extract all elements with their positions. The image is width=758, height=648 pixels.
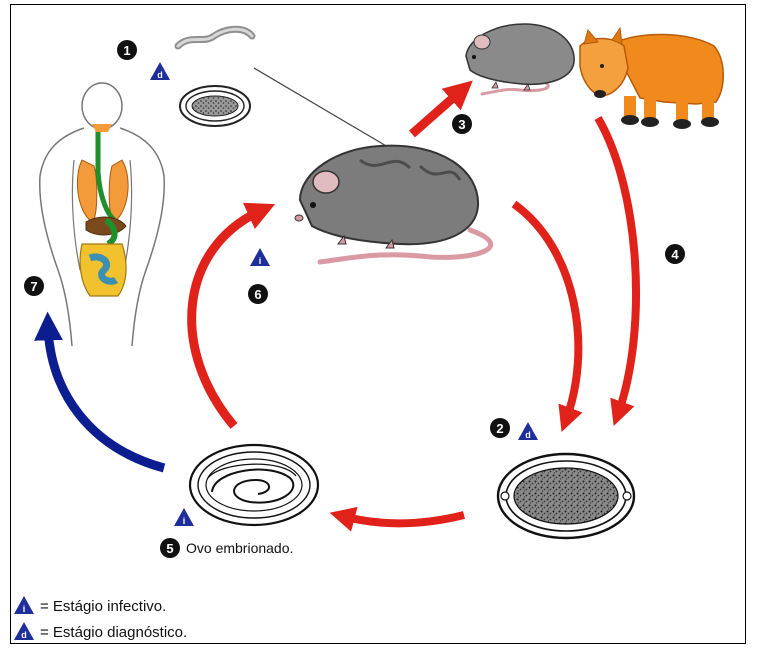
step-number-4: 4 bbox=[671, 247, 679, 262]
arrow-embryonated-egg-to-rat bbox=[192, 210, 262, 426]
adult-worm-icon bbox=[178, 29, 252, 46]
rat-icon bbox=[295, 146, 491, 262]
arrow-rat-to-egg bbox=[514, 204, 578, 420]
step-badge-2: 2 bbox=[490, 418, 510, 438]
rat-small-icon bbox=[466, 24, 574, 94]
arrow-egg-to-embryonated-egg bbox=[342, 515, 464, 523]
legend-infective-symbol: i bbox=[23, 604, 26, 614]
egg-large-icon bbox=[498, 454, 634, 538]
fox-icon bbox=[580, 28, 723, 129]
step-number-3: 3 bbox=[458, 117, 465, 132]
step-number-2: 2 bbox=[496, 421, 503, 436]
arrow-embryonated-egg-to-human bbox=[48, 326, 164, 468]
step-badge-6: 6 bbox=[248, 284, 268, 304]
step-number-5: 5 bbox=[166, 541, 173, 556]
step-number-6: 6 bbox=[254, 287, 261, 302]
step-badge-7: 7 bbox=[24, 276, 44, 296]
step-badge-5: 5 bbox=[160, 538, 180, 558]
embryonated-egg-icon bbox=[190, 445, 318, 525]
legend-infective-triangle: i bbox=[14, 596, 34, 614]
step-number-1: 1 bbox=[123, 43, 130, 58]
diagnostic-stage-triangle-2: d bbox=[518, 422, 538, 440]
infective-stage-triangle-5: i bbox=[174, 508, 194, 526]
stage-letter-1: d bbox=[157, 70, 163, 80]
legend-infective-label: = Estágio infectivo. bbox=[40, 598, 166, 615]
legend-diagnostic-triangle: d bbox=[14, 622, 34, 640]
step-badge-4: 4 bbox=[665, 244, 685, 264]
stage-letter-6: i bbox=[259, 256, 262, 266]
step-badge-3: 3 bbox=[452, 114, 472, 134]
egg-icon bbox=[180, 86, 250, 126]
diagnostic-stage-triangle-1: d bbox=[150, 62, 170, 80]
legend-diagnostic-symbol: d bbox=[21, 630, 27, 640]
legend-infective: = Estágio infectivo. bbox=[40, 598, 166, 615]
stage-letter-5: i bbox=[183, 516, 186, 526]
arrow-fox-to-egg bbox=[598, 118, 636, 414]
legend-diagnostic-label: = Estágio diagnóstico. bbox=[40, 624, 187, 641]
step-number-7: 7 bbox=[30, 279, 37, 294]
legend-diagnostic: = Estágio diagnóstico. bbox=[40, 624, 187, 641]
human-body-icon bbox=[40, 83, 165, 346]
step-badge-1: 1 bbox=[117, 40, 137, 60]
infective-stage-triangle-6: i bbox=[250, 248, 270, 266]
step-5-caption: Ovo embrionado. bbox=[186, 540, 293, 556]
stage-letter-2: d bbox=[525, 430, 531, 440]
